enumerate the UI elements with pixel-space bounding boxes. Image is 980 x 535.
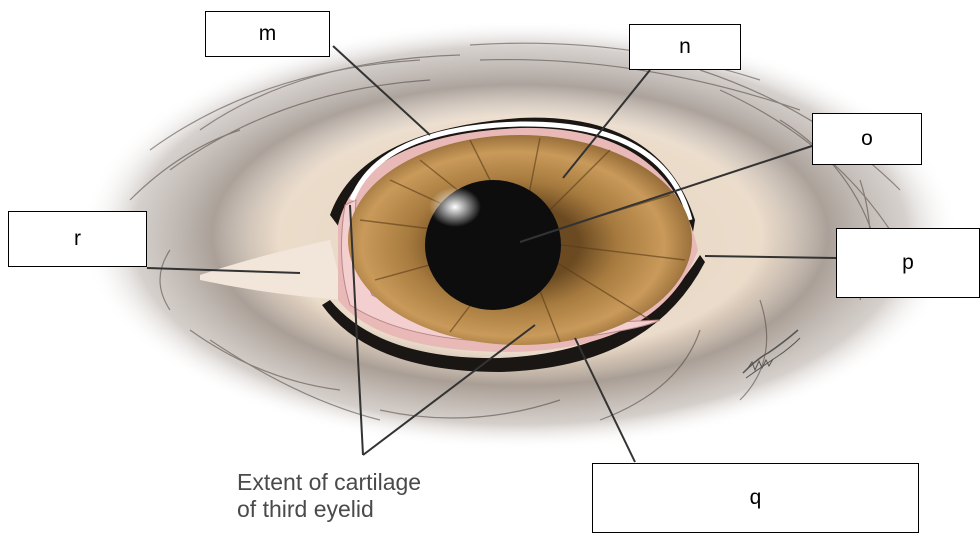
label-box-m: m [205, 11, 330, 57]
caption-line-2: of third eyelid [237, 496, 374, 522]
caption-line-1: Extent of cartilage [237, 469, 421, 495]
label-box-n: n [629, 24, 741, 70]
label-box-o: o [812, 113, 922, 165]
label-m-text: m [259, 22, 277, 46]
label-r-text: r [74, 227, 81, 251]
label-o-text: o [861, 127, 873, 151]
light-reflection [429, 187, 481, 227]
label-box-q: q [592, 463, 919, 533]
label-box-p: p [836, 228, 980, 298]
label-q-text: q [750, 486, 762, 510]
label-n-text: n [679, 35, 691, 59]
label-box-r: r [8, 211, 147, 267]
artist-signature [738, 318, 808, 388]
label-p-text: p [902, 251, 914, 275]
